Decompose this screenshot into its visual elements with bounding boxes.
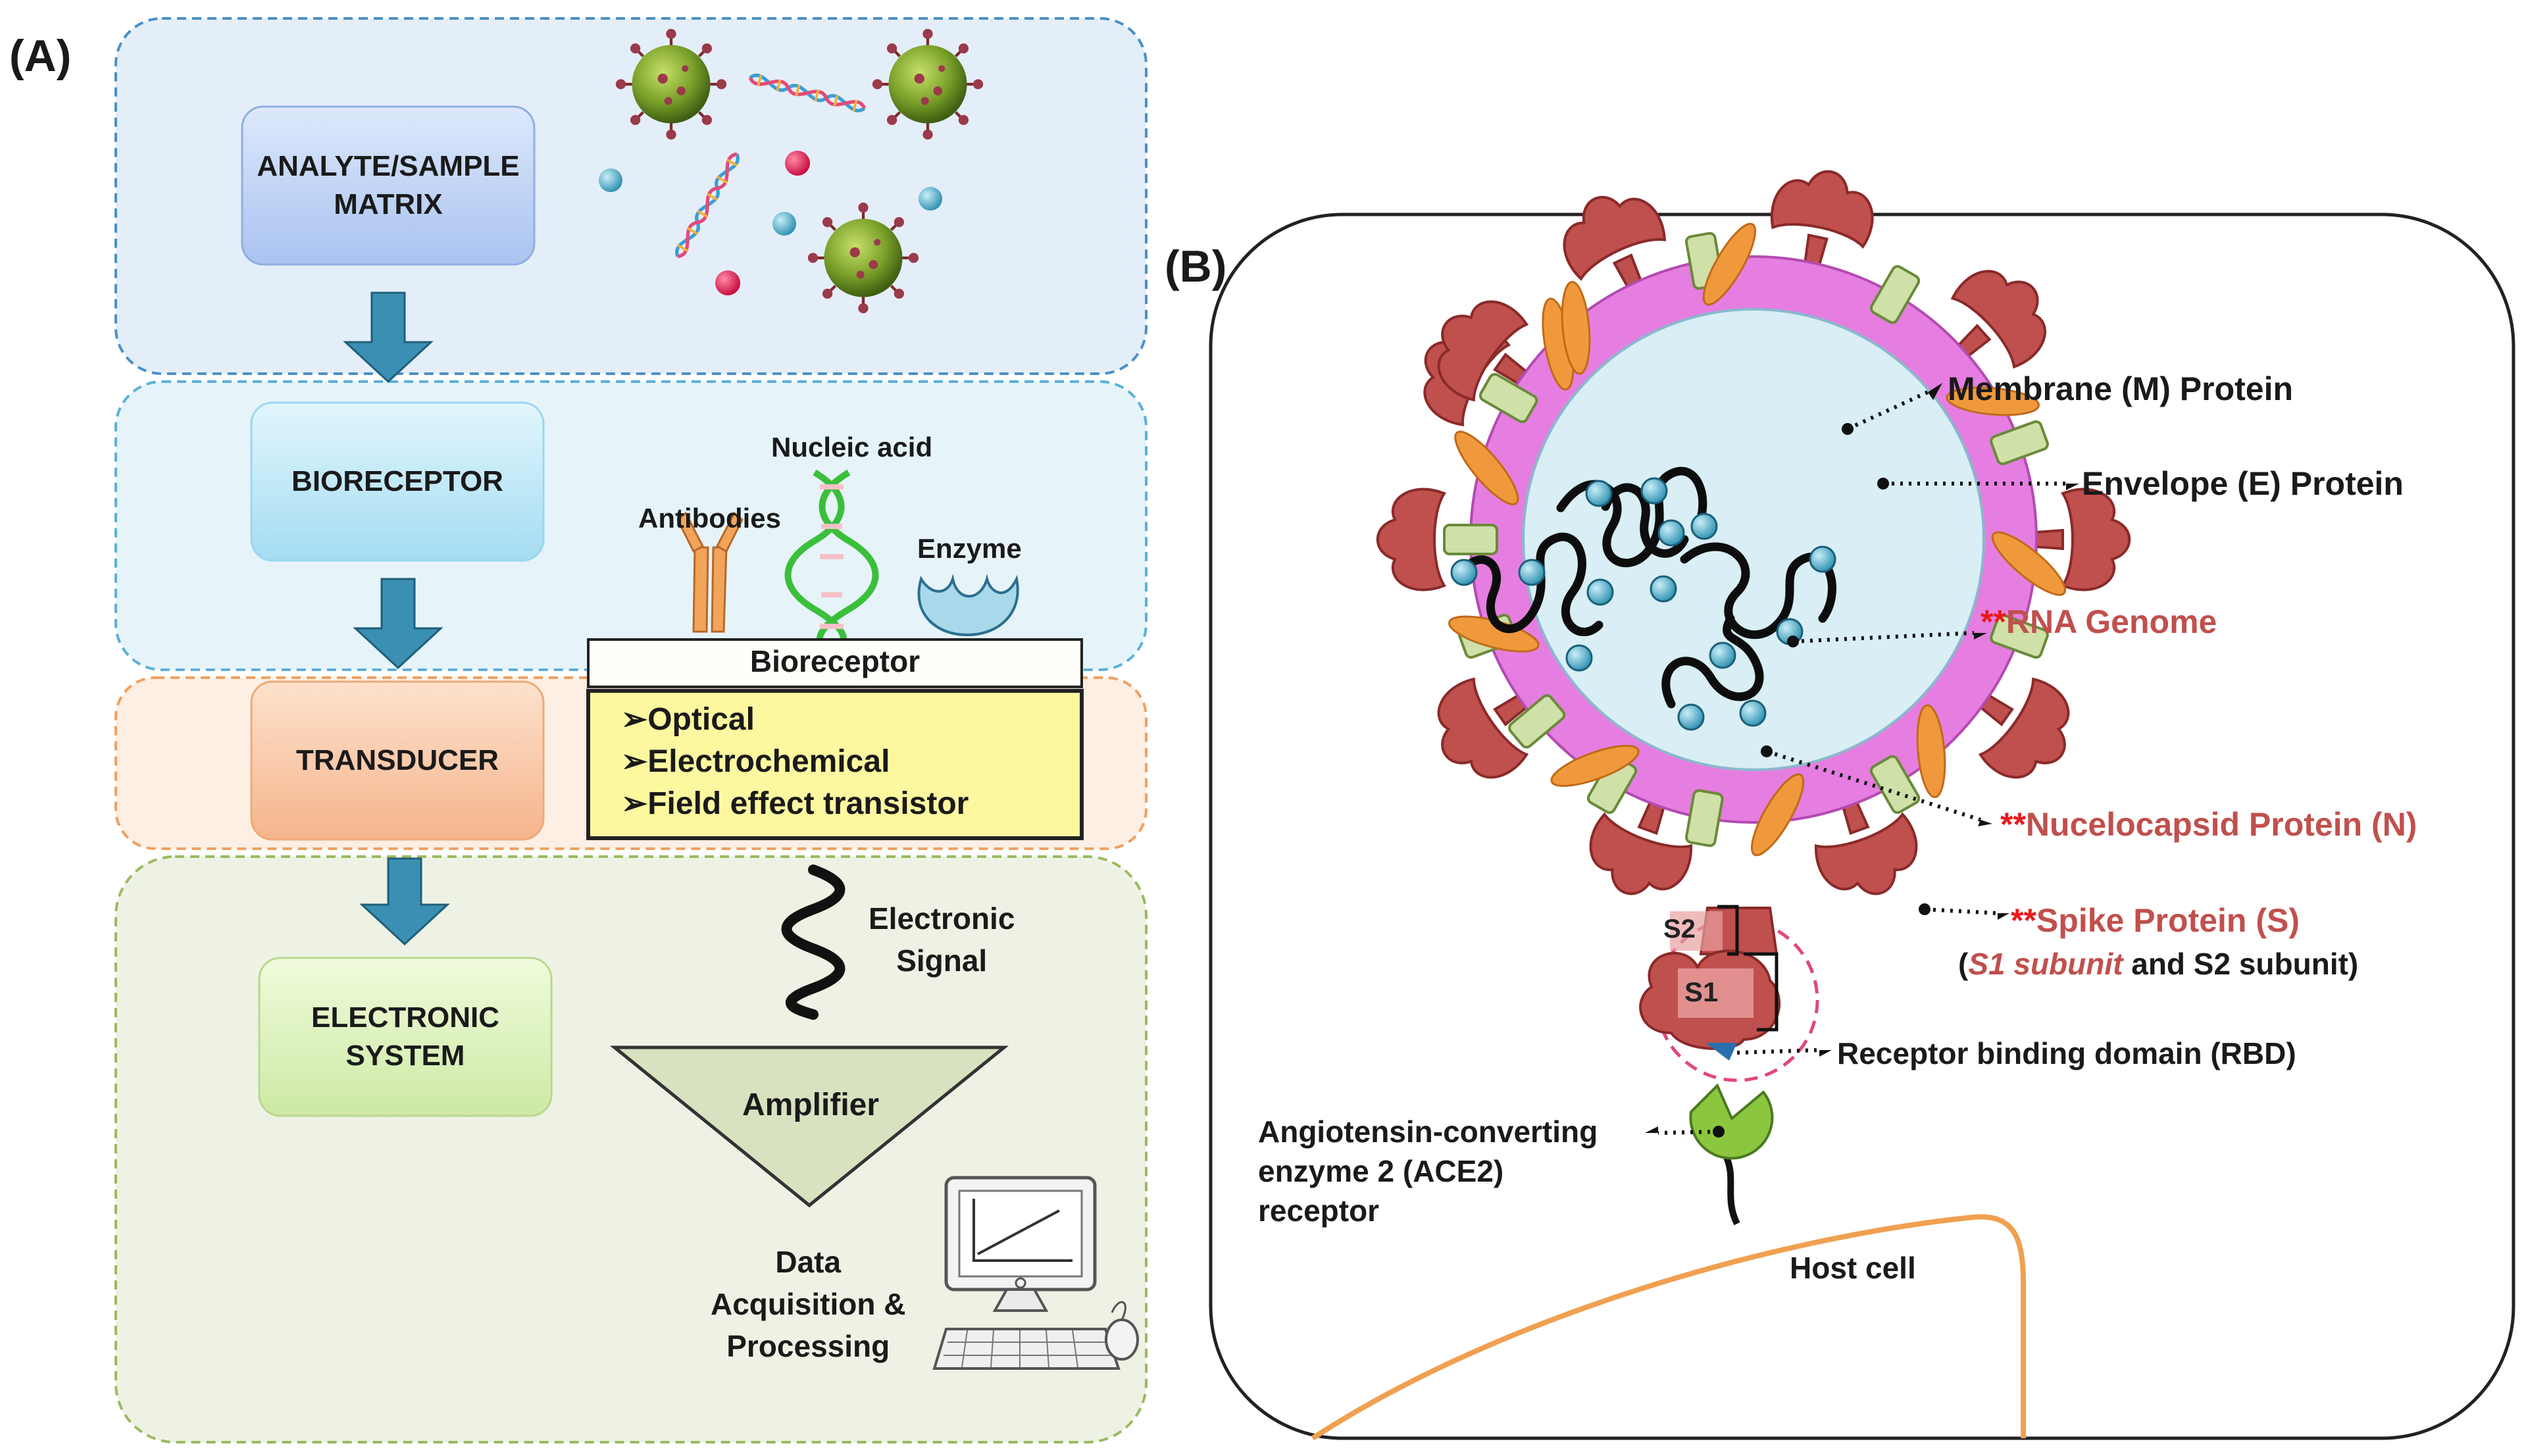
spike-protein-label: **Spike Protein (S) — [2011, 901, 2300, 940]
transducer-type-electrochemical: ➢Electrochemical — [621, 744, 890, 779]
membrane-protein — [1990, 420, 2049, 466]
s1-label: S1 — [1684, 976, 1719, 1007]
panel-b-label: (B) — [1165, 241, 1227, 291]
spike-text: Spike Protein (S) — [2036, 902, 2300, 939]
rbd-label: Receptor binding domain (RBD) — [1837, 1036, 2296, 1070]
bioreceptor-box: BIORECEPTOR — [291, 465, 503, 497]
electronic-system-box: ELECTRONIC SYSTEM — [311, 1001, 499, 1072]
rna-text: RNA Genome — [2006, 603, 2217, 640]
membrane-protein — [1443, 524, 1498, 555]
envelope-protein — [1751, 773, 1805, 857]
envelope-protein — [1916, 704, 1946, 798]
antibodies-label: Antibodies — [638, 503, 781, 534]
nucleic-acid-label: Nucleic acid — [771, 432, 933, 463]
transducer-box: TRANSDUCER — [296, 744, 499, 776]
nucleocapsid-text: Nucelocapsid Protein (N) — [2025, 806, 2417, 843]
s1-subunit-text: S1 subunit — [1968, 947, 2123, 981]
subunit-rest: and S2 subunit) — [2123, 947, 2359, 981]
membrane-protein — [1684, 789, 1724, 847]
transducer-type-fet: ➢Field effect transistor — [621, 786, 969, 821]
s2-label: S2 — [1663, 915, 1696, 943]
envelope-protein-label: Envelope (E) Protein — [2082, 465, 2404, 502]
analyte-box: ANALYTE/SAMPLE MATRIX — [257, 150, 520, 220]
envelope-protein — [1550, 745, 1640, 787]
envelope-protein — [1702, 222, 1756, 306]
rna-genome-label: **RNA Genome — [1981, 603, 2217, 641]
spike-star: ** — [2011, 902, 2036, 939]
membrane-protein — [1869, 755, 1921, 815]
membrane-protein — [1990, 613, 2049, 659]
transducer-type-optical: ➢Optical — [621, 702, 755, 737]
transducer-types-list: ➢Optical ➢Electrochemical ➢Field effect … — [621, 699, 969, 825]
rna-star: ** — [1981, 603, 2006, 640]
membrane-protein — [1869, 264, 1921, 324]
enzyme-label: Enzyme — [917, 533, 1022, 564]
membrane-protein — [1508, 694, 1566, 749]
spike-protein — [1770, 170, 1874, 276]
envelope-protein — [1946, 386, 2040, 416]
electronic-signal-label: Electronic Signal — [869, 901, 1015, 978]
subunit-label: (S1 subunit and S2 subunit) — [1958, 946, 2358, 982]
nucleocapsid-star: ** — [2000, 806, 2026, 843]
ace2-label: Angiotensin-converting enzyme 2 (ACE2) r… — [1258, 1115, 1598, 1228]
membrane-protein — [1478, 372, 1538, 424]
envelope-protein — [1454, 430, 1519, 505]
data-acquisition-label: Data Acquisition & Processing — [711, 1245, 906, 1363]
host-cell-label: Host cell — [1790, 1251, 1916, 1285]
envelope-protein — [1561, 281, 1591, 375]
envelope-protein — [1991, 531, 2067, 596]
membrane-protein-label: Membrane (M) Protein — [1948, 370, 2294, 407]
subunit-open: ( — [1958, 947, 1969, 981]
amplifier-label: Amplifier — [742, 1088, 880, 1122]
bioreceptor-header: Bioreceptor — [749, 644, 921, 678]
panel-a-label: (A) — [9, 31, 72, 81]
nucleocapsid-label: **Nucelocapsid Protein (N) — [2000, 805, 2417, 843]
